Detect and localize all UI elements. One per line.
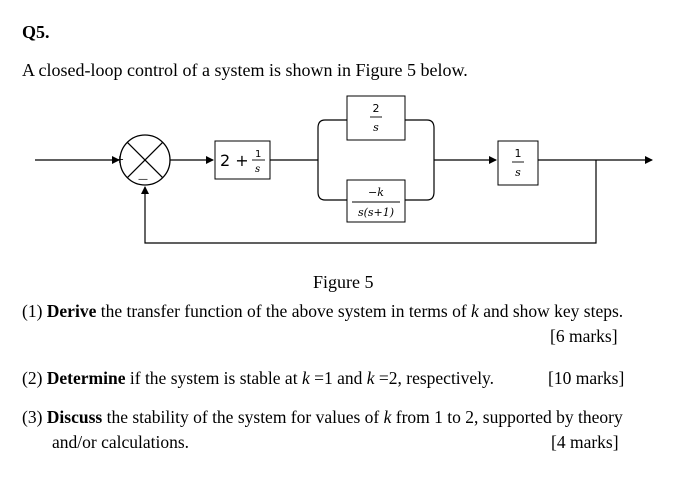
figure-caption: Figure 5: [313, 272, 374, 292]
block-top: [346, 95, 406, 141]
question-1-text-b: and show key steps.: [478, 301, 624, 321]
block-bottom: [346, 179, 406, 223]
question-2-marks: [10 marks]: [548, 368, 625, 388]
block-plant-den: s: [515, 166, 521, 179]
question-1-marks: [6 marks]: [550, 326, 618, 346]
question-2-k1: k: [301, 368, 310, 388]
question-2-verb: Determine: [46, 368, 126, 388]
question-3-marks: [4 marks]: [551, 432, 619, 452]
question-2: (2) Determine if the system is stable at…: [22, 368, 494, 389]
parallel-branch-right-bracket: [426, 119, 435, 201]
question-2-number: (2): [22, 368, 43, 388]
question-3-var: k: [383, 407, 392, 427]
block-controller-prefix: 2 +: [220, 151, 249, 170]
block-top-den: s: [373, 121, 379, 134]
block-bottom-num: −k: [368, 186, 384, 199]
question-1-var: k: [471, 301, 479, 321]
parallel-branch-left-bracket: [317, 119, 326, 201]
question-1: (1) Derive the transfer function of the …: [22, 301, 623, 322]
question-2-text-a: if the system is stable at: [125, 368, 302, 388]
question-number: Q5.: [22, 22, 50, 42]
question-1-text-a: the transfer function of the above syste…: [96, 301, 472, 321]
block-controller-den: s: [255, 164, 260, 175]
question-1-number: (1): [22, 301, 43, 321]
question-2-k2: k: [366, 368, 375, 388]
summing-minus-sign: —: [138, 174, 148, 185]
block-plant-num: 1: [515, 147, 522, 160]
question-3-verb: Discuss: [46, 407, 103, 427]
question-3-text-b: from 1 to 2, supported by theory: [391, 407, 623, 427]
question-3: (3) Discuss the stability of the system …: [22, 407, 623, 428]
question-3-line-2: and/or calculations.: [52, 432, 190, 452]
feedback-line: [141, 160, 597, 244]
block-bottom-den: s(s+1): [358, 206, 394, 219]
block-diagram: + — 2 + 1 s 2 s −k s(s+1) 1 s: [35, 95, 653, 244]
block-controller-num: 1: [255, 149, 261, 160]
question-2-eq1: =1 and: [309, 368, 367, 388]
block-plant: [497, 140, 539, 186]
question-3-text-a: the stability of the system for values o…: [102, 407, 384, 427]
intro-text: A closed-loop control of a system is sho…: [22, 60, 468, 80]
block-top-num: 2: [373, 102, 380, 115]
question-2-eq2: =2, respectively.: [374, 368, 495, 388]
summing-plus-sign: +: [115, 153, 124, 166]
question-3-number: (3): [22, 407, 43, 427]
question-1-verb: Derive: [46, 301, 97, 321]
